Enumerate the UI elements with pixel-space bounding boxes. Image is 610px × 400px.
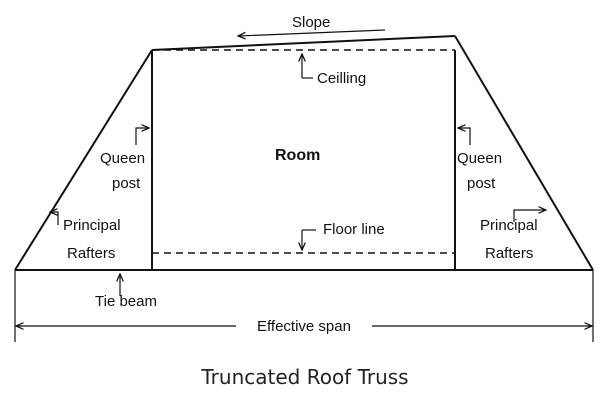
slope-arrow (238, 29, 386, 36)
left-queen-post-label-line2: post (112, 175, 141, 192)
right-principal-rafters-label-line2: Rafters (485, 245, 533, 262)
left-principal-rafters-label-line2: Rafters (67, 245, 115, 262)
tie-beam-label: Tie beam (95, 293, 157, 310)
right-queen-post-label-line1: Queen (457, 150, 502, 167)
effective-span-label: Effective span (257, 318, 351, 335)
right-principal-rafter (454, 35, 594, 271)
right-principal-rafters-label-line1: Principal (480, 217, 538, 234)
left-principal-rafters-pointer (50, 212, 59, 225)
diagram-caption: Truncated Roof Truss (200, 365, 408, 389)
left-queen-post-pointer (135, 128, 149, 145)
slope-label: Slope (292, 14, 330, 31)
ceiling-label: Ceilling (317, 70, 366, 87)
room-label: Room (275, 147, 320, 164)
top-chord-slope (151, 35, 456, 51)
left-queen-post-label-line1: Queen (100, 150, 145, 167)
left-principal-rafter (14, 49, 153, 271)
left-principal-rafters-label-line1: Principal (63, 217, 121, 234)
floor-line-label: Floor line (323, 221, 385, 238)
right-principal-rafters-pointer (513, 210, 546, 222)
right-queen-post-pointer (458, 128, 471, 145)
right-queen-post-label-line2: post (467, 175, 496, 192)
